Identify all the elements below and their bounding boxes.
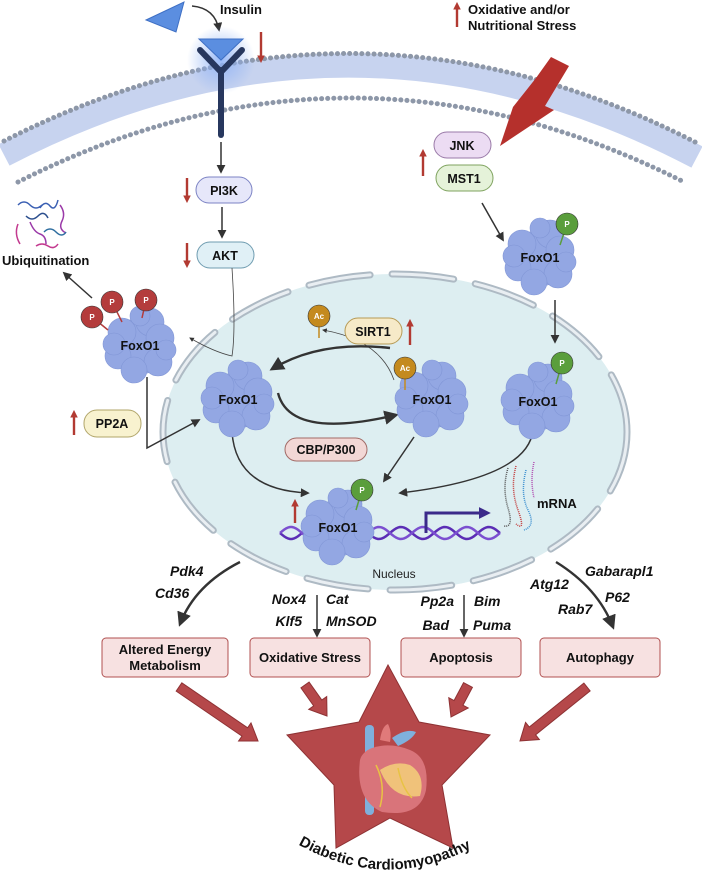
svg-text:Oxidative Stress: Oxidative Stress xyxy=(259,650,361,665)
phospho-group-icon: P xyxy=(555,212,579,246)
svg-text:Ac: Ac xyxy=(314,312,325,321)
outcome-arrows xyxy=(175,681,591,742)
gene-nox4: Nox4 xyxy=(272,591,306,607)
foxo1-label: FoxO1 xyxy=(413,393,452,407)
gene-cd36: Cd36 xyxy=(155,585,189,601)
modification-label: P xyxy=(143,296,149,305)
modification-label: P xyxy=(559,359,565,368)
svg-text:Autophagy: Autophagy xyxy=(566,650,635,665)
gene-p62: P62 xyxy=(605,589,630,605)
gene-klf5: Klf5 xyxy=(276,613,303,629)
svg-text:AKT: AKT xyxy=(212,249,238,263)
svg-text:JNK: JNK xyxy=(449,139,474,153)
modification-label: P xyxy=(109,298,115,307)
outcome-oxidative-stress: Oxidative Stress xyxy=(249,637,371,678)
mrna-icon xyxy=(503,461,535,531)
modification-label: P xyxy=(564,220,570,229)
gene-mnsod: MnSOD xyxy=(326,613,377,629)
modification-label: P xyxy=(89,313,95,322)
gene-pdk4: Pdk4 xyxy=(170,563,204,579)
gene-bim: Bim xyxy=(474,593,500,609)
foxo1-label: FoxO1 xyxy=(319,521,358,535)
nucleus-label: Nucleus xyxy=(372,567,415,581)
svg-text:MST1: MST1 xyxy=(447,172,480,186)
gene-pp2a: Pp2a xyxy=(421,593,455,609)
insulin-receptor-icon xyxy=(187,26,255,138)
gene-rab7: Rab7 xyxy=(558,601,593,617)
outcome-apoptosis: Apoptosis xyxy=(400,637,522,678)
transcription-arrow-icon xyxy=(424,507,491,533)
svg-text:SIRT1: SIRT1 xyxy=(355,325,390,339)
svg-text:Apoptosis: Apoptosis xyxy=(429,650,493,665)
svg-text:PP2A: PP2A xyxy=(96,417,129,431)
gene-cat: Cat xyxy=(326,591,350,607)
svg-text:Altered Energy: Altered Energy xyxy=(119,642,212,657)
stress-label-2: Nutritional Stress xyxy=(468,18,576,33)
pi3k-pill: PI3K xyxy=(195,176,253,204)
phospho-group-icon: P xyxy=(134,288,158,319)
mst1-pill: MST1 xyxy=(435,164,494,192)
cell-membrane xyxy=(0,51,702,185)
gene-atg12: Atg12 xyxy=(529,576,569,592)
svg-text:CBP/P300: CBP/P300 xyxy=(296,443,355,457)
foxo1-protein: FoxO1 xyxy=(200,359,275,438)
lightning-bolt-icon xyxy=(500,57,569,146)
svg-text:PI3K: PI3K xyxy=(210,184,238,198)
phospho-group-icon: P xyxy=(80,305,109,331)
phospho-group-icon: P xyxy=(100,290,124,323)
acetyl-group-icon: Ac xyxy=(393,356,417,390)
insulin-triangle-icon xyxy=(144,1,185,33)
outcome-arrow-icon xyxy=(448,681,474,718)
akt-pill: AKT xyxy=(196,241,255,269)
foxo1-label: FoxO1 xyxy=(121,339,160,353)
svg-text:Metabolism: Metabolism xyxy=(129,658,201,673)
foxo1-protein: P FoxO1 xyxy=(300,478,375,566)
cbp-p300-pill: CBP/P300 xyxy=(284,437,368,462)
foxo1-protein: P P P FoxO1 xyxy=(80,288,177,384)
sirt1-pill: SIRT1 xyxy=(344,317,403,345)
foxo1-label: FoxO1 xyxy=(519,395,558,409)
ubiquitin-chains-icon xyxy=(15,199,67,249)
nucleus xyxy=(159,270,631,594)
pp2a-pill: PP2A xyxy=(83,409,142,438)
stress-label: Oxidative and/or xyxy=(468,2,570,17)
heart-icon xyxy=(359,724,427,815)
foxo1-label: FoxO1 xyxy=(521,251,560,265)
gene-puma: Puma xyxy=(473,617,511,633)
outcome-arrow-icon xyxy=(175,682,259,742)
foxo1-label: FoxO1 xyxy=(219,393,258,407)
outcome-arrow-icon xyxy=(300,681,328,717)
gene-gabarapl1: Gabarapl1 xyxy=(585,563,654,579)
ubiquitination-label: Ubiquitination xyxy=(2,253,89,268)
acetyl-group-icon: Ac xyxy=(307,304,331,338)
modification-label: Ac xyxy=(400,364,411,373)
foxo1-protein: P FoxO1 xyxy=(500,351,575,440)
phospho-group-icon: P xyxy=(350,478,374,511)
foxo1-protein: P FoxO1 xyxy=(502,212,579,296)
outcome-autophagy: Autophagy xyxy=(539,637,661,678)
phospho-group-icon: P xyxy=(550,351,574,385)
gene-bad: Bad xyxy=(423,617,450,633)
insulin-label: Insulin xyxy=(220,2,262,17)
mrna-label: mRNA xyxy=(537,496,577,511)
modification-label: P xyxy=(359,486,365,495)
outcome-arrow-icon xyxy=(519,682,591,742)
jnk-pill: JNK xyxy=(433,131,492,159)
